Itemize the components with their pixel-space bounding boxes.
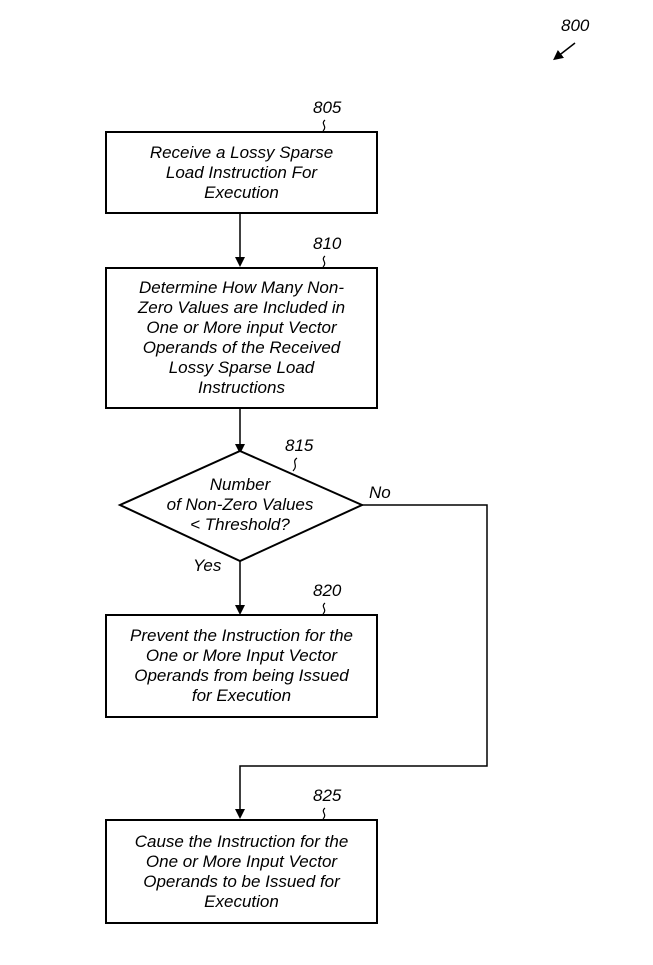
ref-810-label: 810 [313,234,342,253]
decision-diamond [117,449,365,563]
ref-810-leader [322,255,326,268]
ref-820-leader [322,602,326,615]
yes-label: Yes [193,556,222,575]
ref-815-leader [292,457,298,472]
ref-825-label: 825 [313,786,342,805]
ref-805-leader [322,119,326,132]
figure-ref-arrow [553,42,576,61]
ref-820-label: 820 [313,581,342,600]
step-prevent-issue: Prevent the Instruction for the One or M… [105,614,378,718]
ref-825-leader [322,807,326,820]
step-cause-issue: Cause the Instruction for the One or Mor… [105,819,378,924]
no-label: No [369,483,391,502]
step-receive-instruction: Receive a Lossy Sparse Load Instruction … [105,131,378,214]
ref-805-label: 805 [313,98,342,117]
figure-ref-label: 800 [561,16,590,35]
decision-text: Number of Non-Zero Values < Threshold? [166,475,314,534]
step-determine-nonzero: Determine How Many Non- Zero Values are … [105,267,378,409]
arrow-no-to-825 [235,504,488,819]
ref-815-label: 815 [285,436,314,455]
